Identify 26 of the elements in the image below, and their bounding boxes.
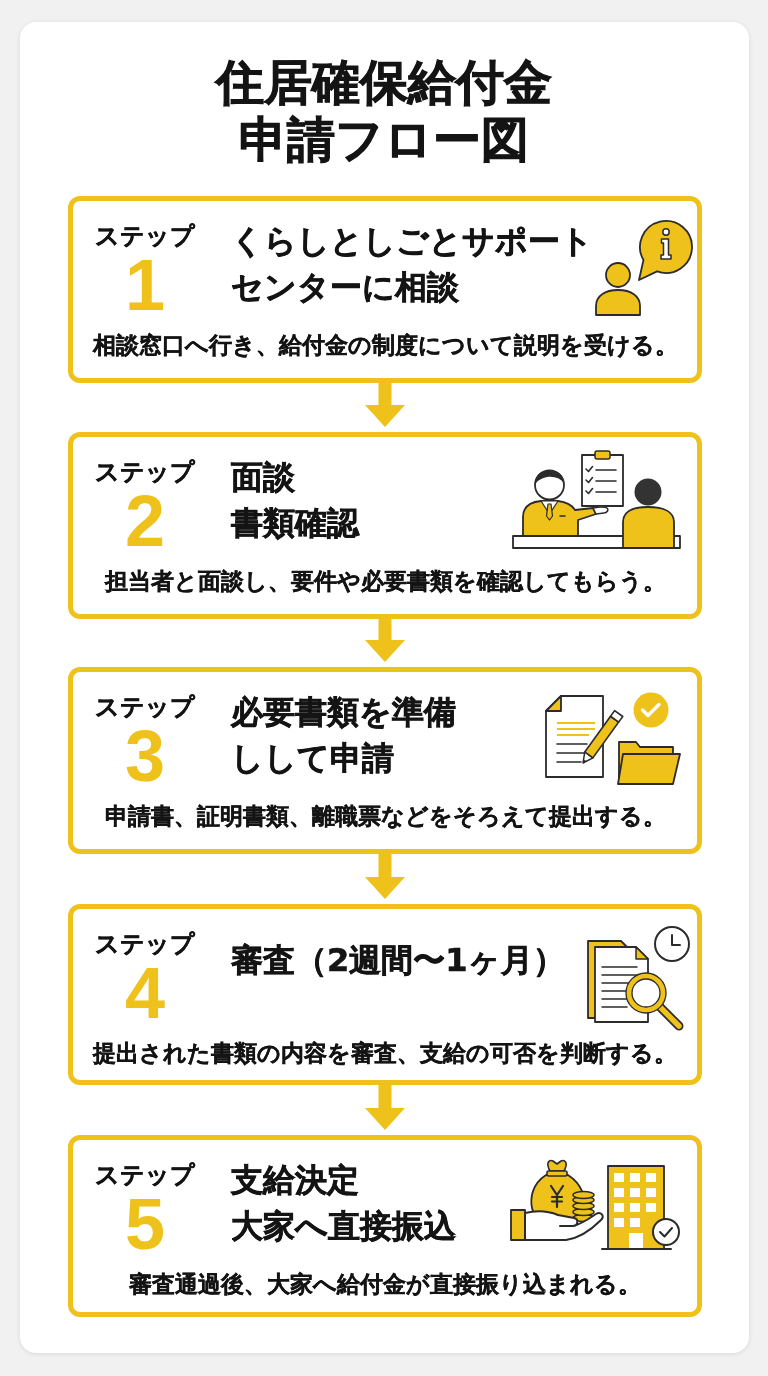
step-heading: くらしとしごとサポートセンターに相談 — [231, 221, 593, 308]
step-heading: 支給決定大家へ直接振込 — [231, 1160, 456, 1247]
step-box — [68, 1135, 702, 1317]
step-number: 3 — [125, 720, 165, 792]
step-heading: 面談書類確認 — [231, 457, 359, 544]
step-description: 申請書、証明書類、離職票などをそろえて提出する。 — [104, 802, 666, 831]
step-label: ステップ — [95, 693, 195, 721]
step-description: 審査通過後、大家へ給付金が直接振り込まれる。 — [129, 1270, 641, 1299]
step-label: ステップ — [95, 930, 195, 958]
step-heading: 必要書類を準備しして申請 — [231, 692, 456, 779]
step-box — [68, 904, 702, 1085]
step-number: 1 — [125, 249, 165, 321]
step-number: 4 — [125, 957, 165, 1029]
step-description: 提出された書類の内容を審査、支給の可否を判断する。 — [93, 1039, 677, 1068]
step-label: ステップ — [95, 1161, 195, 1189]
step-description: 相談窓口へ行き、給付金の制度について説明を受ける。 — [92, 331, 678, 360]
step-heading: 審査（2週間〜1ヶ月） — [231, 940, 565, 981]
step-box — [68, 196, 702, 383]
step-number: 2 — [125, 485, 165, 557]
title: 住居確保給付金申請フロー図 — [216, 54, 552, 168]
step-number: 5 — [125, 1188, 165, 1260]
step-description: 担当者と面談し、要件や必要書類を確認してもらう。 — [104, 567, 666, 596]
step-box — [68, 432, 702, 619]
step-box — [68, 667, 702, 854]
step-label: ステップ — [95, 458, 195, 486]
step-label: ステップ — [95, 222, 195, 250]
